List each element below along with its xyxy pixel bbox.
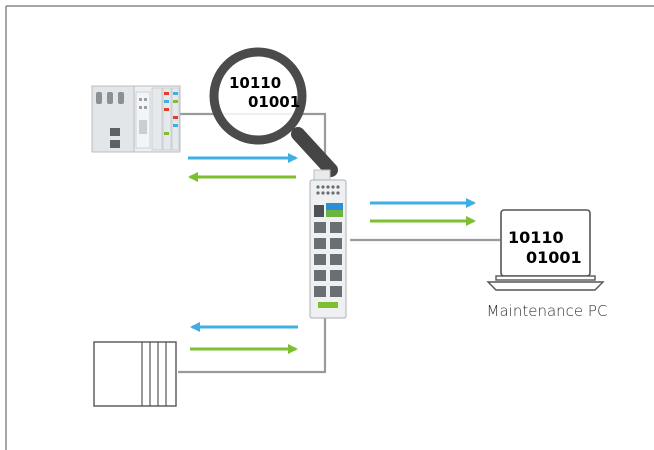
pc-screen-binary-line-1: 10110 <box>508 228 564 247</box>
cable-device-to-switch <box>178 312 327 374</box>
pc-screen-binary-line-2: 01001 <box>526 248 582 267</box>
industrial-switch-icon <box>309 169 347 319</box>
traffic-arrows-plc <box>188 153 298 182</box>
magnifier-binary-line-2: 01001 <box>248 93 301 111</box>
traffic-arrows-device <box>190 322 298 354</box>
device-panel-icon <box>93 341 177 407</box>
traffic-arrows-pc <box>370 198 476 226</box>
maintenance-pc-label: Maintenance PC <box>486 302 608 320</box>
magnifier-icon <box>209 47 338 177</box>
plc-controller-icon <box>91 85 181 153</box>
laptop-icon <box>486 209 605 291</box>
magnifier-binary-line-1: 10110 <box>229 74 282 92</box>
frame-border <box>5 5 654 450</box>
